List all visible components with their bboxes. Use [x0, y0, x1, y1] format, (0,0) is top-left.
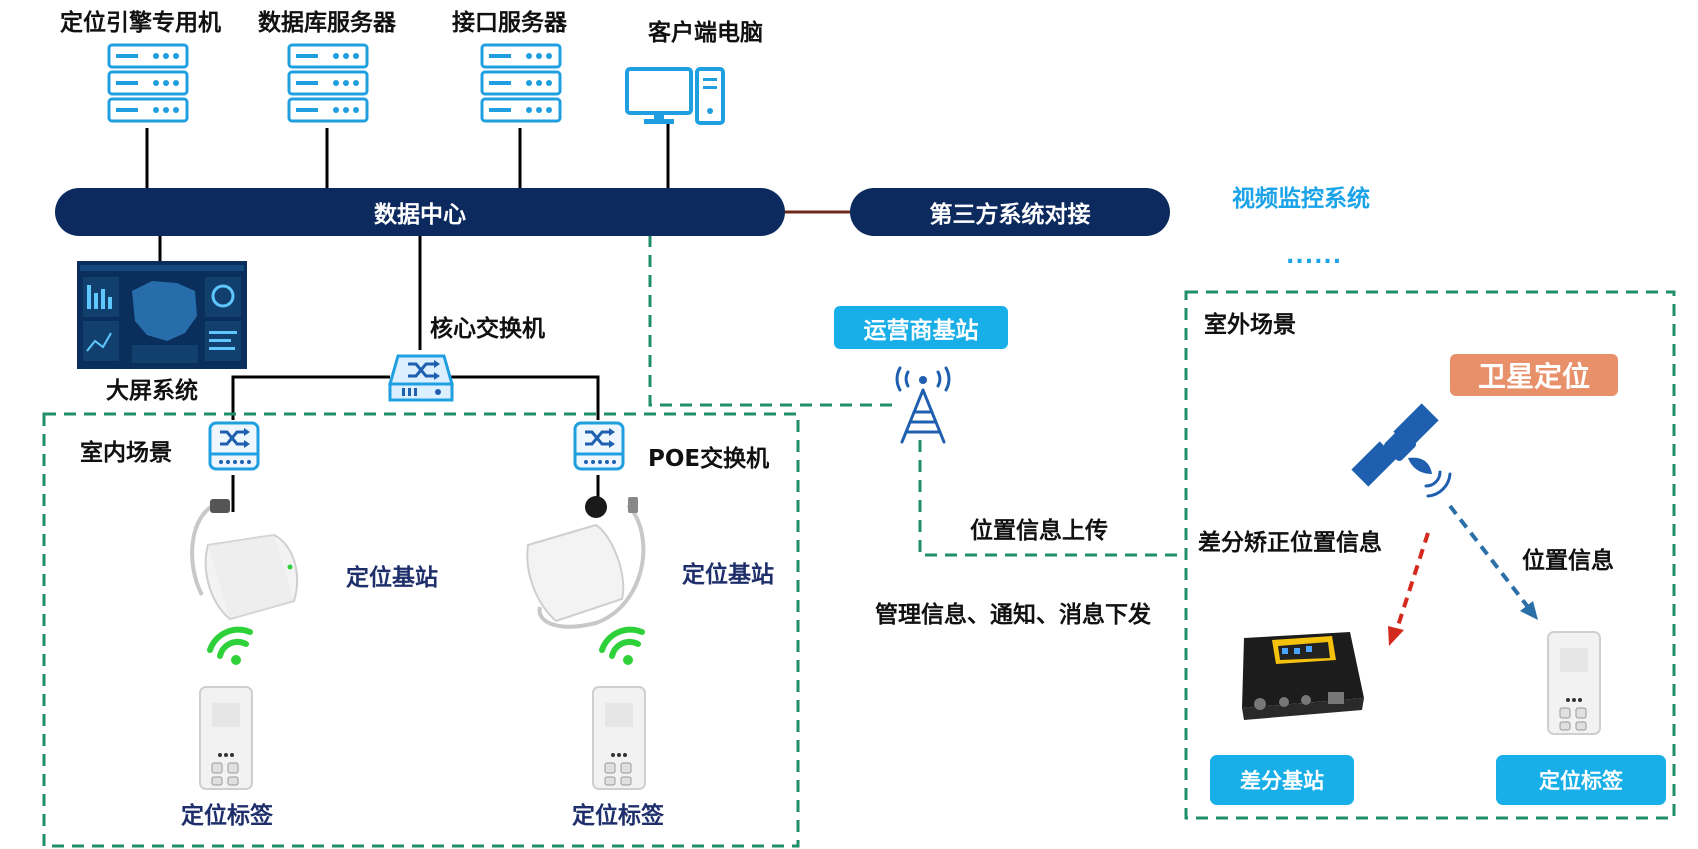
operator-station-badge: 运营商基站 [834, 306, 1008, 349]
core-switch-icon [388, 354, 454, 402]
poe-switch-label: POE交换机 [648, 446, 770, 472]
dashboard-screen-image [77, 261, 247, 369]
desktop-computer-icon [625, 67, 725, 125]
diff-base-badge: 差分基站 [1210, 755, 1354, 805]
tag-label-left: 定位标签 [181, 803, 273, 829]
data-center-bar: 数据中心 [55, 188, 785, 236]
satellite-positioning-badge: 卫星定位 [1450, 354, 1618, 396]
indoor-scene-box [42, 412, 800, 848]
base-station-label-left: 定位基站 [346, 565, 438, 591]
poe-switch-icon [208, 421, 260, 471]
core-switch-label: 核心交换机 [430, 316, 545, 342]
server-icon [480, 43, 562, 123]
base-station-label-right: 定位基站 [682, 562, 774, 588]
interface-server-label: 接口服务器 [452, 10, 567, 36]
wifi-signal-icon [599, 626, 645, 665]
wifi-signal-icon [207, 626, 253, 665]
server-icon [107, 43, 189, 123]
outdoor-scene-label: 室外场景 [1204, 312, 1296, 338]
positioning-tag-device [592, 686, 646, 790]
positioning-tag-device [1547, 631, 1601, 735]
poe-switch-icon [573, 421, 625, 471]
diff-correction-label: 差分矫正位置信息 [1198, 530, 1382, 556]
client-pc-label: 客户端电脑 [648, 20, 763, 46]
position-info-label: 位置信息 [1522, 548, 1614, 574]
big-screen-label: 大屏系统 [106, 378, 198, 404]
video-system-label: 视频监控系统 [1232, 186, 1370, 212]
management-info-label: 管理信息、通知、消息下发 [875, 602, 1151, 628]
tag-label-right: 定位标签 [572, 803, 664, 829]
base-station-device [526, 496, 646, 629]
differential-base-device [1242, 632, 1364, 720]
indoor-scene-label: 室内场景 [80, 440, 172, 466]
ellipsis-label: ...... [1286, 244, 1343, 269]
outdoor-tag-badge: 定位标签 [1496, 755, 1666, 805]
database-server-label: 数据库服务器 [258, 10, 396, 36]
cell-tower-icon [895, 366, 951, 444]
base-station-device [190, 499, 299, 621]
satellite-icon [1351, 403, 1452, 498]
server-icon [287, 43, 369, 123]
location-upload-label: 位置信息上传 [970, 518, 1108, 544]
third-party-bar: 第三方系统对接 [850, 188, 1170, 236]
positioning-tag-device [199, 686, 253, 790]
positioning-engine-label: 定位引擎专用机 [60, 10, 221, 36]
